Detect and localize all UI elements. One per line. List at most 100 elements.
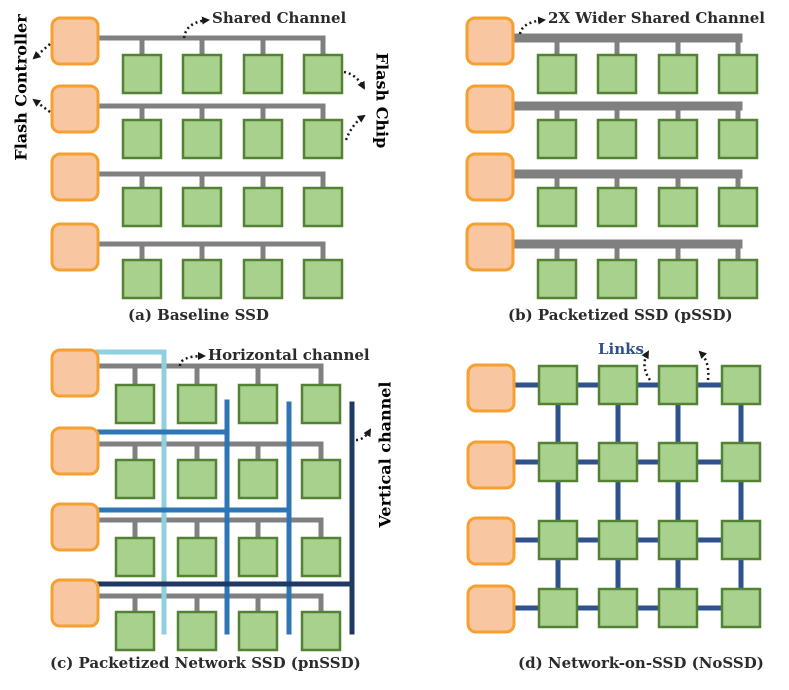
flash-chip xyxy=(720,587,762,629)
flash-chip xyxy=(300,383,342,425)
flash-chip xyxy=(121,258,163,300)
flash-chip xyxy=(237,458,279,500)
shared-channel-arrow xyxy=(182,16,210,39)
flash-chip xyxy=(596,118,638,160)
flash-chip xyxy=(242,258,284,300)
flash-chip xyxy=(181,118,223,160)
flash-controller-arrow xyxy=(32,43,51,60)
flash-chip xyxy=(300,458,342,500)
panel-network-on-ssd xyxy=(466,363,762,634)
flash-controller xyxy=(50,348,100,398)
flash-chip xyxy=(537,519,579,561)
flash-chip xyxy=(537,441,579,483)
flash-chip xyxy=(657,587,699,629)
flash-controller xyxy=(466,516,516,566)
annotation-arrows xyxy=(32,16,710,442)
flash-controller xyxy=(50,578,100,628)
wider-shared-channel-label: 2X Wider Shared Channel xyxy=(548,9,765,27)
vertical-channel-arrow xyxy=(355,428,372,442)
caption-network-on-ssd: (d) Network-on-SSD (NoSSD) xyxy=(518,654,764,672)
flash-controller-arrow xyxy=(32,98,51,113)
flash-chip xyxy=(114,536,156,578)
flash-chip xyxy=(176,383,218,425)
flash-chip xyxy=(242,53,284,95)
flash-chip xyxy=(657,53,699,95)
flash-chip xyxy=(121,53,163,95)
flash-chip xyxy=(717,53,759,95)
flash-chip xyxy=(657,519,699,561)
links-arrow xyxy=(698,350,710,381)
caption-baseline-ssd: (a) Baseline SSD xyxy=(128,306,269,324)
flash-controller xyxy=(50,426,100,476)
flash-chip xyxy=(121,118,163,160)
flash-chip xyxy=(536,53,578,95)
vertical-channel-label: Vertical channel xyxy=(375,381,395,528)
flash-chip xyxy=(302,186,344,228)
panel-packetized-network-ssd xyxy=(50,348,355,652)
flash-chip xyxy=(536,118,578,160)
flash-chip xyxy=(657,118,699,160)
flash-chip xyxy=(536,258,578,300)
flash-chip xyxy=(536,186,578,228)
links-arrow xyxy=(641,350,652,381)
links-label: Links xyxy=(598,340,644,358)
flash-chip xyxy=(302,258,344,300)
flash-controller xyxy=(465,222,515,272)
flash-chip xyxy=(114,610,156,652)
flash-chip xyxy=(596,186,638,228)
flash-controller xyxy=(465,16,515,66)
flash-chip xyxy=(302,53,344,95)
flash-chip xyxy=(176,458,218,500)
flash-chip xyxy=(181,53,223,95)
flash-chip xyxy=(237,536,279,578)
flash-chip xyxy=(717,118,759,160)
caption-packetized-ssd: (b) Packetized SSD (pSSD) xyxy=(508,306,733,324)
flash-chip xyxy=(176,536,218,578)
flash-chip xyxy=(657,258,699,300)
flash-chip-label: Flash Chip xyxy=(372,52,392,149)
flash-chip xyxy=(597,519,639,561)
flash-chip xyxy=(242,118,284,160)
flash-chip xyxy=(596,258,638,300)
flash-chip xyxy=(597,441,639,483)
flash-chip xyxy=(237,610,279,652)
flash-chip xyxy=(657,364,699,406)
flash-chip xyxy=(720,364,762,406)
flash-chip xyxy=(657,186,699,228)
horizontal-channel-label: Horizontal channel xyxy=(208,346,370,364)
flash-controller-label: Flash Controller xyxy=(11,14,31,161)
caption-packetized-network-ssd: (c) Packetized Network SSD (pnSSD) xyxy=(50,654,361,672)
flash-controller xyxy=(50,16,100,66)
flash-chip xyxy=(596,53,638,95)
flash-chip xyxy=(300,536,342,578)
flash-chip xyxy=(597,587,639,629)
wider-channel-arrow xyxy=(518,16,546,35)
flash-chip xyxy=(597,364,639,406)
flash-controller xyxy=(466,363,516,413)
flash-chip xyxy=(181,258,223,300)
flash-controller xyxy=(465,84,515,134)
flash-chip-arrow xyxy=(344,114,366,141)
shared-channel-label: Shared Channel xyxy=(212,9,347,27)
flash-chip xyxy=(537,587,579,629)
flash-chip xyxy=(717,258,759,300)
flash-chip xyxy=(242,186,284,228)
flash-chip xyxy=(720,519,762,561)
flash-chip xyxy=(181,186,223,228)
flash-chip xyxy=(537,364,579,406)
flash-chip xyxy=(657,441,699,483)
flash-chip xyxy=(300,610,342,652)
flash-controller xyxy=(465,152,515,202)
panel-packetized-ssd xyxy=(465,16,759,300)
flash-chip xyxy=(176,610,218,652)
flash-chip xyxy=(114,383,156,425)
flash-chip-arrow xyxy=(343,70,366,90)
flash-chip xyxy=(302,118,344,160)
flash-controller xyxy=(50,152,100,202)
panel-baseline-ssd xyxy=(50,16,344,300)
horizontal-channel-arrow xyxy=(178,352,206,367)
flash-chip xyxy=(121,186,163,228)
flash-chip xyxy=(717,186,759,228)
flash-controller xyxy=(466,440,516,490)
